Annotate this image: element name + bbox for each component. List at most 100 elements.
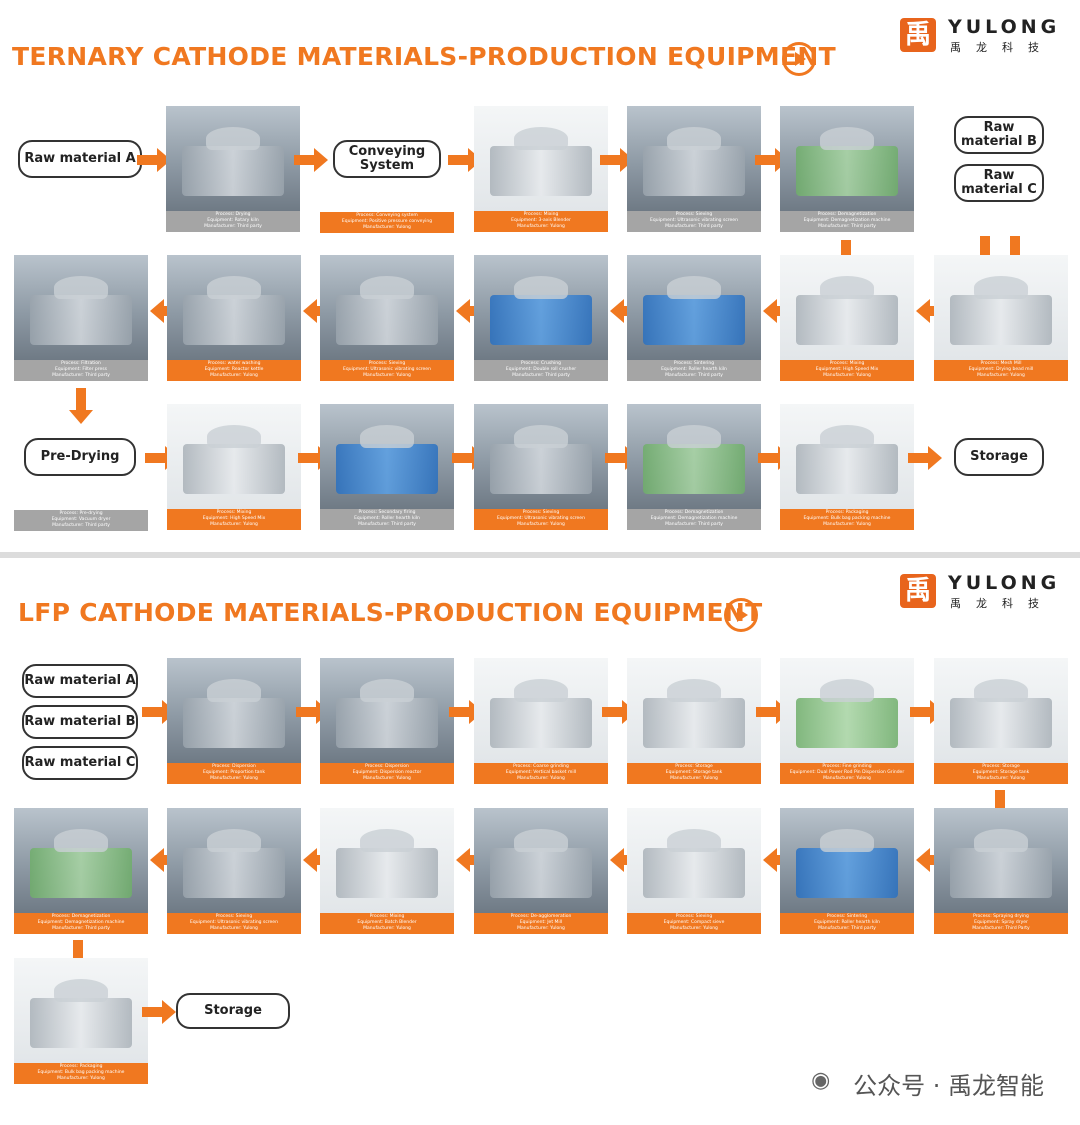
equipment-image [934, 658, 1068, 763]
equipment-image [320, 658, 454, 763]
node-raw-material-c[interactable]: Raw material C [22, 746, 138, 780]
logo-name: YULONG [948, 572, 1061, 594]
node-raw-material-b[interactable]: Raw material B [22, 705, 138, 739]
equipment-image [474, 404, 608, 509]
node-raw-material-c[interactable]: Raw material C [954, 164, 1044, 202]
node-pre-drying[interactable]: Pre-Drying [24, 438, 136, 476]
equipment-image [320, 808, 454, 913]
logo-mark-icon: 禹 [900, 574, 936, 608]
logo-cn: 禹龙科技 [950, 41, 1054, 54]
flow-arrow-left [150, 848, 184, 872]
play-icon[interactable] [724, 598, 758, 632]
node-raw-material-a[interactable]: Raw material A [22, 664, 138, 698]
wechat-icon: ◉ [811, 1068, 831, 1093]
lfp-panel: LFP CATHODE MATERIALS-PRODUCTION EQUIPME… [0, 558, 1080, 1125]
equipment-image [627, 255, 761, 360]
equipment-image [627, 658, 761, 763]
flow-arrow-right [294, 148, 328, 172]
flow-arrow-left [456, 299, 490, 323]
flow-arrow-left [456, 848, 490, 872]
equipment-image [14, 958, 148, 1063]
yulong-logo: 禹 YULONG 禹龙科技 [900, 572, 1070, 612]
equipment-image [627, 404, 761, 509]
equipment-image [780, 404, 914, 509]
equipment-image [934, 808, 1068, 913]
node-conveying-system[interactable]: Conveying System [333, 140, 441, 178]
flow-arrow-left [916, 299, 950, 323]
equipment-image [320, 404, 454, 509]
node-storage[interactable]: Storage [954, 438, 1044, 476]
node-raw-material-a[interactable]: Raw material A [18, 140, 142, 178]
equipment-image [934, 255, 1068, 360]
equipment-image [474, 106, 608, 211]
flow-arrow-down [69, 388, 93, 424]
equipment-image [14, 808, 148, 913]
flow-arrow-right [142, 1000, 176, 1024]
logo-cn: 禹龙科技 [950, 597, 1054, 610]
equipment-image [627, 808, 761, 913]
equipment-image [14, 255, 148, 360]
node-storage[interactable]: Storage [176, 993, 290, 1029]
equipment-image [167, 808, 301, 913]
watermark-text: 公众号 · 禹龙智能 [853, 1072, 1044, 1100]
lfp-title: LFP CATHODE MATERIALS-PRODUCTION EQUIPME… [18, 598, 763, 627]
node-raw-material-b[interactable]: Raw material B [954, 116, 1044, 154]
ternary-panel: TERNARY CATHODE MATERIALS-PRODUCTION EQU… [0, 0, 1080, 552]
flow-arrow-left [610, 299, 644, 323]
logo-name: YULONG [948, 16, 1061, 38]
flow-arrow-left [763, 299, 797, 323]
play-icon[interactable] [782, 42, 816, 76]
equipment-image [474, 255, 608, 360]
